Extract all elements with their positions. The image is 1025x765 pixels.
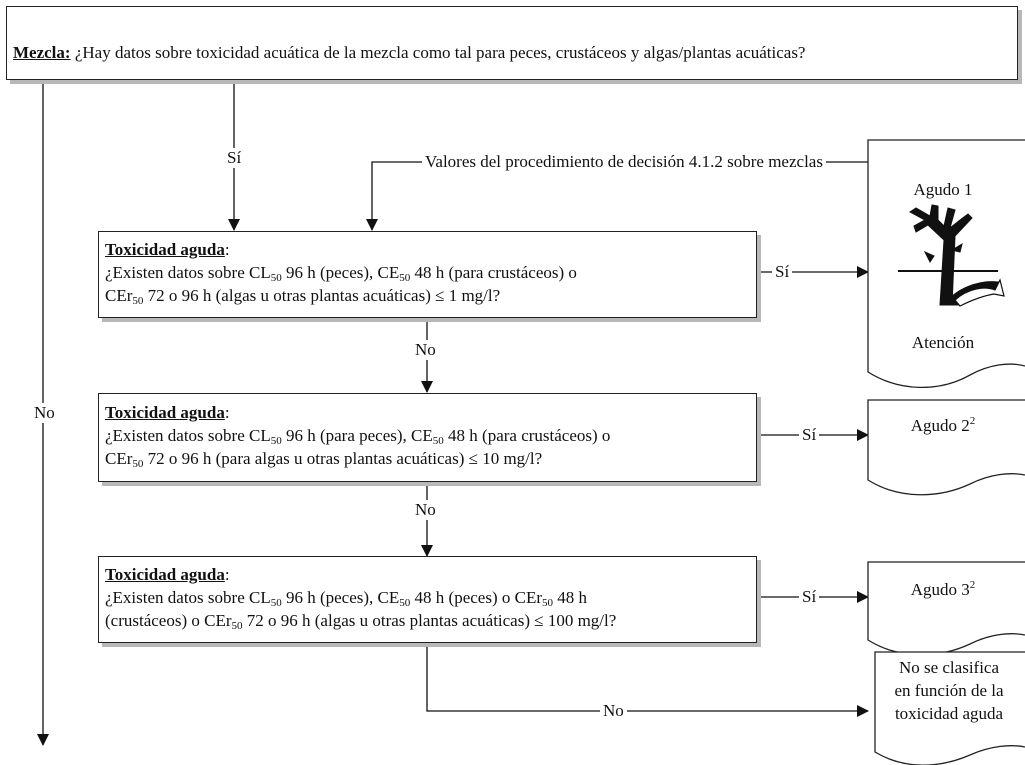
no-1-label: No — [412, 340, 439, 360]
decision-3-line2: (crustáceos) o CEr50 72 o 96 h (algas u … — [105, 611, 617, 632]
decision-2-line2: CEr50 72 o 96 h (para algas u otras plan… — [105, 449, 543, 470]
decision-2-title: Toxicidad aguda — [105, 403, 225, 422]
yes-2-label: Sí — [799, 425, 820, 445]
agudo3-doc — [867, 561, 1025, 656]
environment-pictogram-icon — [898, 204, 1005, 307]
agudo2-title: Agudo 22 — [910, 415, 976, 436]
agudo1-signal: Atención — [911, 333, 975, 352]
decision-box-1: Toxicidad aguda: ¿Existen datos sobre CL… — [98, 231, 757, 318]
mixture-question: ¿Hay datos sobre toxicidad acuática de l… — [74, 43, 806, 62]
decision-1-line2: CEr50 72 o 96 h (algas u otras plantas a… — [105, 286, 501, 307]
decision-box-2: Toxicidad aguda: ¿Existen datos sobre CL… — [98, 393, 757, 482]
decision-3-line1: ¿Existen datos sobre CL50 96 h (peces), … — [105, 588, 587, 609]
agudo2-doc — [867, 399, 1025, 496]
not-classified-doc — [874, 651, 1025, 765]
decision-box-3: Toxicidad aguda: ¿Existen datos sobre CL… — [98, 556, 757, 643]
no-left-label: No — [31, 403, 58, 423]
not-classified-label: No se clasifica en función de la toxicid… — [894, 658, 1004, 723]
decision-1-title: Toxicidad aguda — [105, 240, 225, 259]
decision-2-line1: ¿Existen datos sobre CL50 96 h (para pec… — [105, 426, 611, 447]
yes-3-label: Sí — [799, 587, 820, 607]
yes-1-label: Sí — [772, 262, 793, 282]
no-3-line — [426, 643, 869, 717]
no-3-label: No — [600, 701, 627, 721]
decision-1-line1: ¿Existen datos sobre CL50 96 h (peces), … — [105, 263, 577, 284]
mixture-question-box: Mezcla: ¿Hay datos sobre toxicidad acuát… — [6, 6, 1018, 80]
mixture-label: Mezcla: — [13, 43, 71, 62]
feed-label: Valores del procedimiento de decisión 4.… — [422, 152, 826, 172]
no-2-label: No — [412, 500, 439, 520]
agudo3-title: Agudo 32 — [910, 579, 976, 600]
agudo1-title: Agudo 1 — [913, 180, 973, 199]
yes-top-label: Sí — [224, 148, 245, 168]
decision-3-title: Toxicidad aguda — [105, 565, 225, 584]
